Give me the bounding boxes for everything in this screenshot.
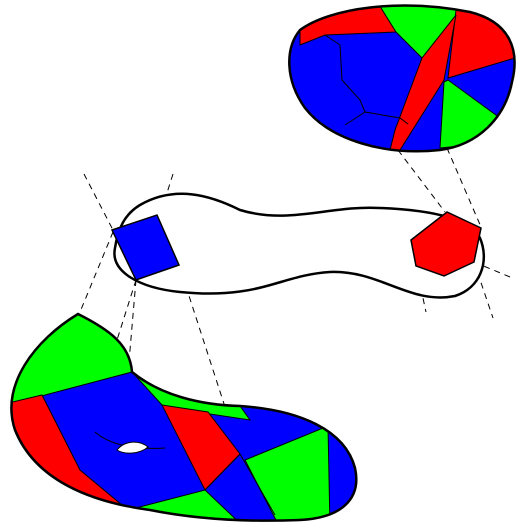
bottom-patch-green-right bbox=[244, 425, 331, 521]
blue-square-patch bbox=[110, 214, 181, 281]
projection-line-left-lower-2 bbox=[116, 279, 137, 341]
bottom-patch-divider-2 bbox=[239, 453, 276, 516]
projection-line-right-upper bbox=[397, 149, 446, 213]
projection-line-right-upper-2 bbox=[446, 147, 482, 228]
top-patch-blue-divider bbox=[324, 34, 409, 125]
upper-right-patch-outline bbox=[288, 4, 516, 153]
bottom-patch-divider-1 bbox=[204, 453, 241, 491]
upper-right-patch bbox=[289, 5, 515, 152]
middle-surface bbox=[113, 192, 486, 299]
projection-line-right-lower-3 bbox=[473, 261, 494, 319]
bottom-patch-hole bbox=[116, 441, 149, 454]
lower-left-patch-outline bbox=[10, 312, 358, 522]
top-patch-blue-divider-2 bbox=[344, 111, 366, 126]
projection-line-left-lower bbox=[79, 231, 114, 313]
red-hexagon-patch bbox=[410, 211, 482, 277]
lower-left-patch bbox=[11, 314, 357, 521]
projection-line-left-upper bbox=[83, 173, 114, 231]
